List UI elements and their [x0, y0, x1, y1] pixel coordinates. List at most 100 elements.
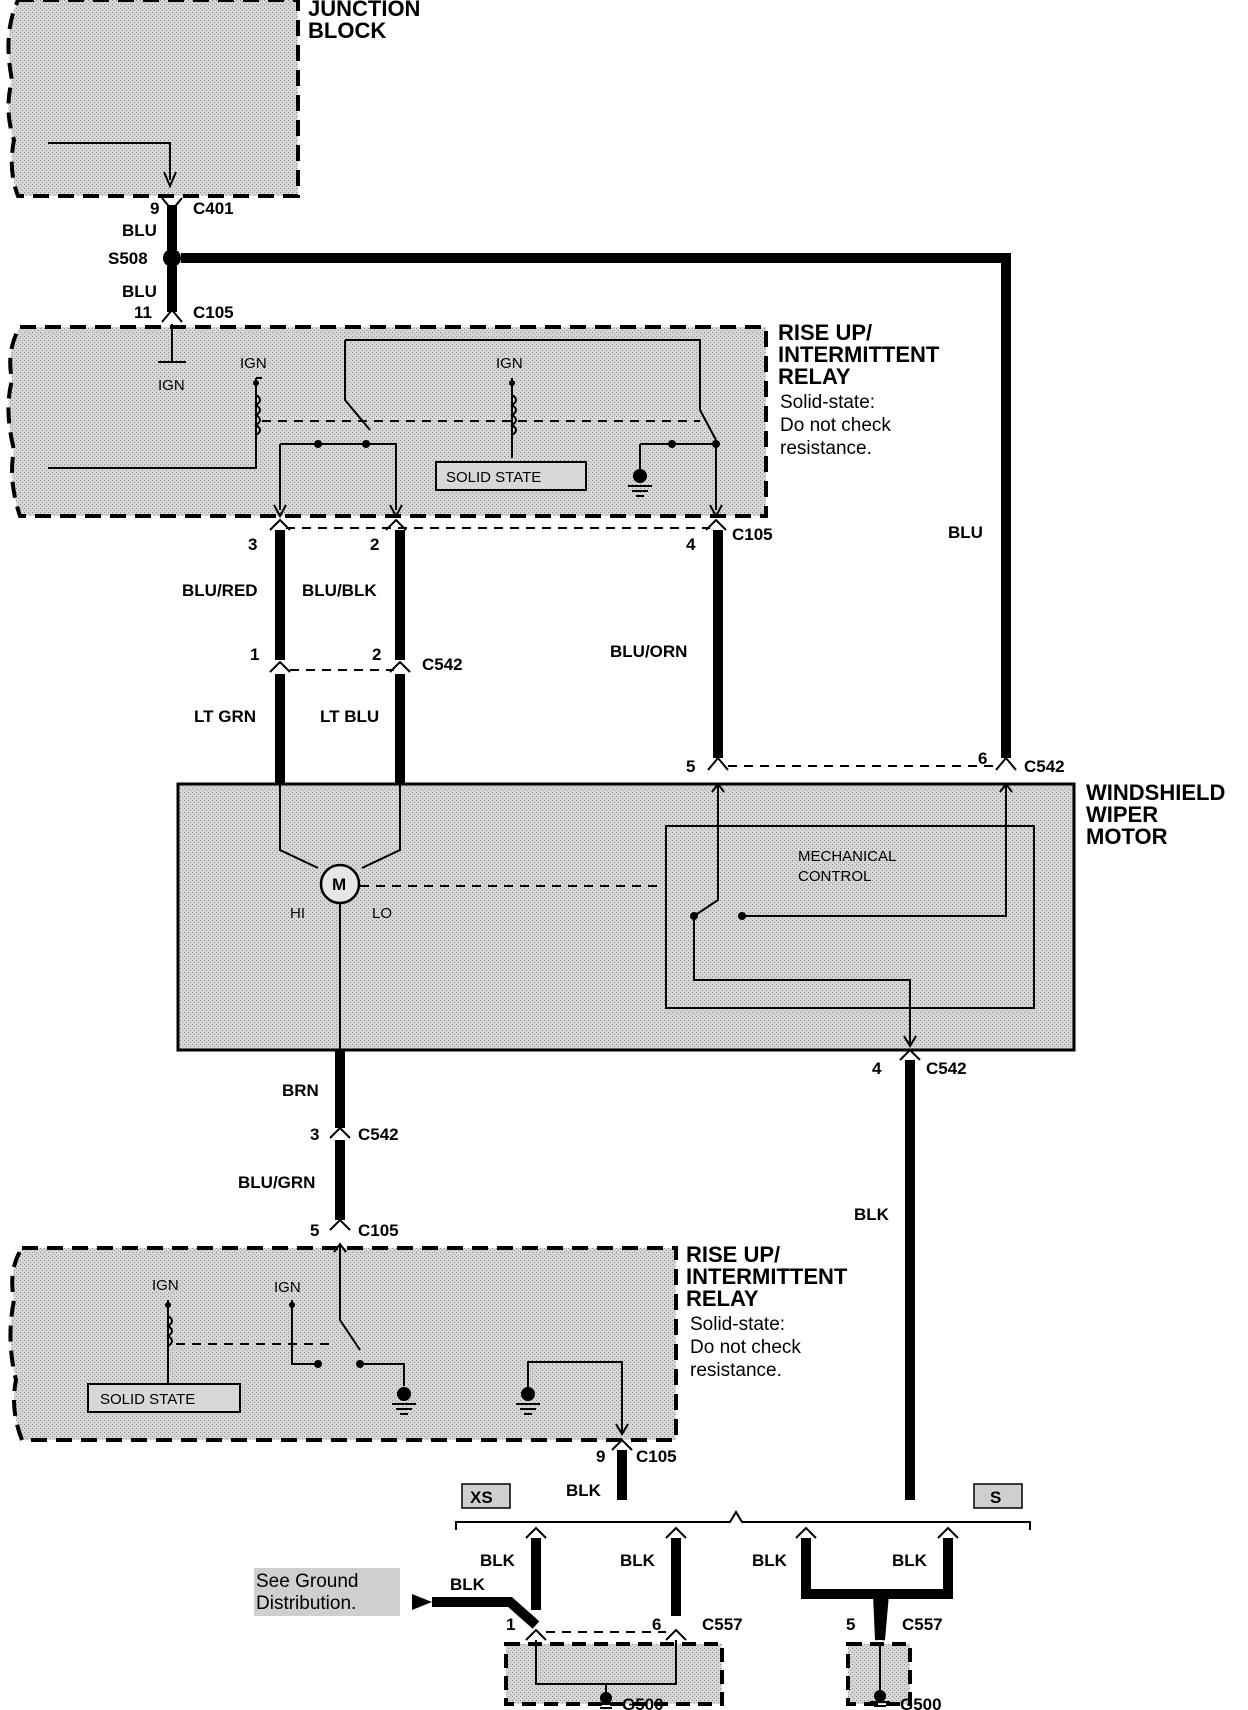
wire-label-brn: BRN — [282, 1081, 319, 1100]
motor-hi-label: HI — [290, 905, 305, 922]
c105-label-lower: C105 — [358, 1221, 399, 1240]
pin-4-c542: 4 — [872, 1059, 882, 1078]
wire-label-blu-orn: BLU/ORN — [610, 642, 687, 661]
g500-ground-s — [846, 1642, 912, 1707]
lower-relay-title-3: RELAY — [686, 1286, 759, 1311]
pin-9-c105: 9 — [596, 1447, 605, 1466]
lower-relay-note-3: resistance. — [690, 1360, 782, 1381]
pin-5-c542: 5 — [686, 757, 695, 776]
c105-label-top: C105 — [193, 303, 234, 322]
ground-reference-box — [254, 1568, 400, 1616]
upper-relay-box — [6, 324, 768, 519]
mechanical-control-label-2: CONTROL — [798, 868, 871, 885]
lower-relay-solid-state: SOLID STATE — [100, 1391, 195, 1408]
wire-label-blu-red: BLU/RED — [182, 581, 258, 600]
ground-distribution-arrow-icon — [412, 1594, 432, 1610]
wire-blk-s-right — [875, 1538, 953, 1641]
wire-blu-s508-c542 — [181, 253, 1011, 758]
pin-1-c557: 1 — [506, 1615, 515, 1634]
upper-relay-ign-2: IGN — [158, 377, 185, 394]
wire-label-blk-4: BLK — [620, 1551, 656, 1570]
c557-label-s: C557 — [902, 1615, 943, 1634]
upper-relay-ign-3: IGN — [496, 355, 523, 372]
pin-2-c542: 2 — [372, 645, 381, 664]
wire-label-blk-2: BLK — [566, 1481, 602, 1500]
junction-block — [6, 0, 300, 198]
option-bracket — [455, 1510, 1031, 1530]
wiper-motor-box — [176, 782, 1076, 1052]
c105-label-mid: C105 — [732, 525, 773, 544]
motor-title-2: WIPER — [1086, 802, 1158, 827]
pin-3-c105: 3 — [248, 535, 257, 554]
pin-3-c542: 3 — [310, 1125, 319, 1144]
lower-relay-title-2: INTERMITTENT — [686, 1264, 848, 1289]
c542-label-upper: C542 — [422, 655, 463, 674]
pin-11-c105: 11 — [134, 303, 152, 322]
c401-label: C401 — [193, 199, 234, 218]
mechanical-control-label-1: MECHANICAL — [798, 848, 896, 865]
c542-lower-pin-icon — [329, 1126, 351, 1139]
c557-label-xs: C557 — [702, 1615, 743, 1634]
lower-relay-ign-2: IGN — [274, 1279, 301, 1296]
lower-relay-box — [8, 1242, 678, 1442]
pin-4-c105: 4 — [686, 535, 696, 554]
lower-relay-ign-1: IGN — [152, 1277, 179, 1294]
option-s-tag — [973, 1483, 1023, 1509]
pin-5-c557: 5 — [846, 1615, 855, 1634]
option-xs-label: XS — [470, 1488, 493, 1507]
lower-relay-note-1: Solid-state: — [690, 1314, 785, 1335]
wire-label-blu-blk: BLU/BLK — [302, 581, 377, 600]
c105-connector-icon — [161, 308, 183, 323]
lower-relay-title-1: RISE UP/ — [686, 1242, 780, 1267]
wire-blk-ground-distribution — [432, 1597, 540, 1629]
junction-block-title-1: JUNCTION — [308, 0, 420, 21]
junction-block-title-2: BLOCK — [308, 18, 386, 43]
upper-relay-title-3: RELAY — [778, 364, 851, 389]
upper-relay-title-1: RISE UP/ — [778, 320, 872, 345]
pin-6-c542: 6 — [978, 749, 987, 768]
c105-bottom-pin-icon — [611, 1438, 633, 1451]
c542-motor-pins-icon — [707, 756, 1017, 771]
motor-title-3: MOTOR — [1086, 824, 1168, 849]
motor-m-label: M — [332, 875, 346, 894]
wire-label-blu-grn: BLU/GRN — [238, 1173, 315, 1192]
s508-label: S508 — [108, 249, 148, 268]
wire-label-blu-2: BLU — [122, 282, 157, 301]
c542-label-lower: C542 — [358, 1125, 399, 1144]
c542-motor-ground-pin-icon — [899, 1048, 921, 1061]
wire-label-lt-blu: LT BLU — [320, 707, 379, 726]
pin-6-c557: 6 — [652, 1615, 661, 1634]
c105-label-bottom: C105 — [636, 1447, 677, 1466]
splice-s508-icon — [163, 249, 181, 267]
wire-label-blu-3: BLU — [948, 523, 983, 542]
option-s-label: S — [990, 1488, 1001, 1507]
pin-1-c542: 1 — [250, 645, 259, 664]
c557-xs-pins-icon — [525, 1628, 687, 1641]
wire-label-lt-grn: LT GRN — [194, 707, 256, 726]
wire-label-blk-1: BLK — [854, 1205, 890, 1224]
s-pin-icons — [795, 1526, 959, 1539]
ground-reference-line-1: See Ground — [256, 1571, 358, 1592]
motor-title-1: WINDSHIELD — [1086, 780, 1225, 805]
c542-label-ground: C542 — [926, 1059, 967, 1078]
c542-upper-pins-icon — [269, 660, 411, 673]
pin-9-c401: 9 — [150, 199, 159, 218]
motor-lo-label: LO — [372, 905, 392, 922]
upper-relay-ign-1: IGN — [240, 355, 267, 372]
upper-relay-note-3: resistance. — [780, 438, 872, 459]
ground-reference-line-2: Distribution. — [256, 1593, 356, 1614]
option-xs-tag — [461, 1483, 511, 1509]
wire-label-blu-1: BLU — [122, 221, 157, 240]
lower-relay-note-2: Do not check — [690, 1337, 801, 1358]
wire-label-blk-7: BLK — [892, 1551, 928, 1570]
xs-pin-icons — [525, 1526, 687, 1539]
g500-label-xs: G500 — [622, 1695, 664, 1710]
upper-relay-note-2: Do not check — [780, 415, 891, 436]
g500-ground-xs — [504, 1640, 724, 1709]
wire-label-blk-5: BLK — [450, 1575, 486, 1594]
g500-label-s: G500 — [900, 1695, 942, 1710]
wire-label-blk-3: BLK — [480, 1551, 516, 1570]
wire-blk-s-left — [801, 1538, 885, 1641]
c542-label-motor: C542 — [1024, 757, 1065, 776]
